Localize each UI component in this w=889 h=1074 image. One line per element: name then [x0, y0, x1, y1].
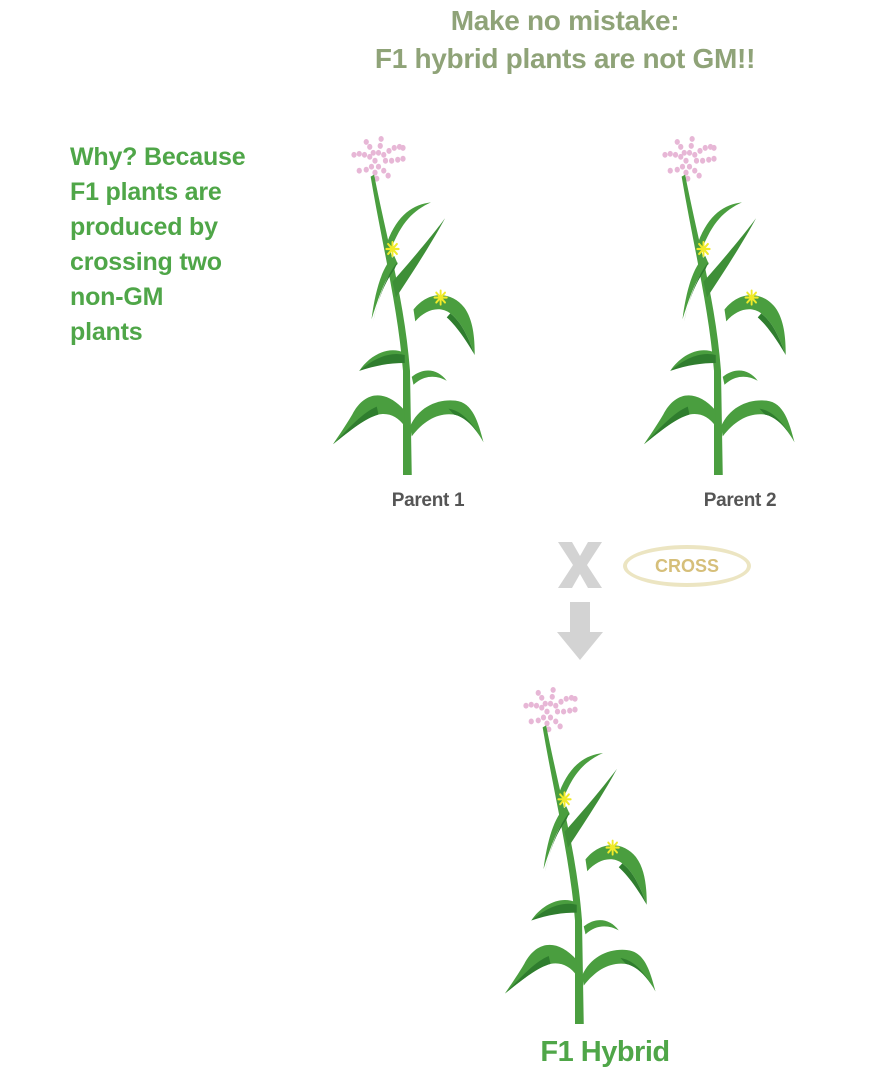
- explanation-text: Why? Because F1 plants are produced by c…: [70, 140, 310, 350]
- parent-2-plant: [644, 133, 819, 475]
- cross-badge: CROSS: [623, 545, 751, 587]
- explanation-line: produced by: [70, 213, 218, 241]
- title-line-2: F1 hybrid plants are not GM!!: [374, 43, 756, 74]
- parent-2-label: Parent 2: [703, 490, 777, 511]
- cross-x-icon: [558, 542, 602, 588]
- parent-1-label: Parent 1: [391, 490, 465, 511]
- parent-1-plant: [333, 133, 508, 475]
- down-arrow-icon: [557, 602, 603, 660]
- explanation-line: plants: [70, 318, 143, 346]
- explanation-line: F1 plants are: [70, 178, 222, 206]
- explanation-line: crossing two: [70, 248, 222, 276]
- cross-label: CROSS: [654, 555, 719, 576]
- title-line-1: Make no mistake:: [450, 5, 680, 36]
- explanation-line: non-GM: [70, 283, 164, 311]
- page-title: Make no mistake: F1 hybrid plants are no…: [300, 2, 830, 78]
- explanation-line: Why? Because: [70, 143, 246, 171]
- f1-hybrid-label: F1 Hybrid: [540, 1036, 670, 1068]
- f1-hybrid-plant: [505, 684, 680, 1024]
